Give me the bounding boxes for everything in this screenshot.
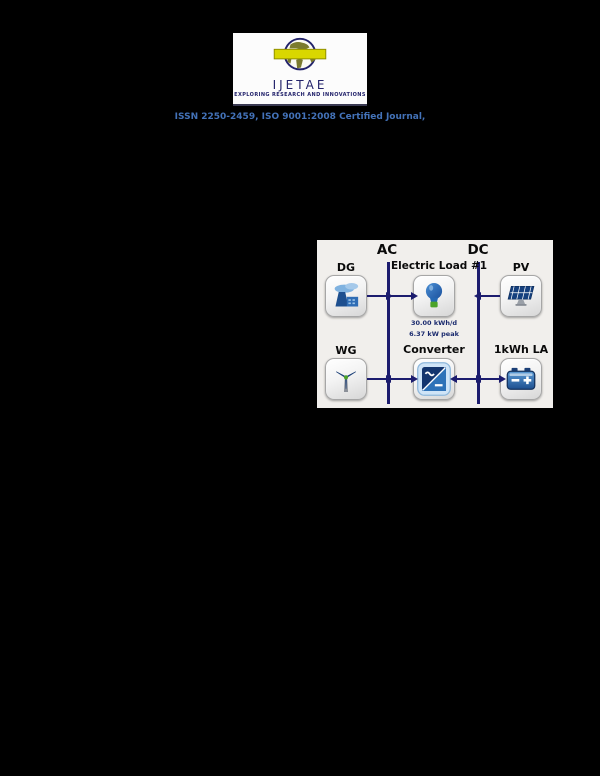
wg-node (325, 358, 367, 400)
generator-icon (334, 283, 359, 307)
ac-bus-label: AC (376, 242, 398, 258)
microgrid-figure: AC DC DG Electric Load #1 PV WG Converte… (317, 240, 553, 408)
wg-label: WG (335, 344, 357, 357)
arrow-pv-to-dc (474, 291, 500, 300)
dc-bus-line (477, 262, 480, 404)
inverter-icon (417, 362, 451, 396)
logo-title: IJETAE (272, 78, 328, 92)
dc-bus-label: DC (467, 242, 489, 258)
solar-panel-icon (507, 285, 535, 306)
wind-turbine-icon (336, 371, 356, 392)
load-label: Electric Load #1 (391, 260, 488, 272)
pv-label: PV (512, 261, 530, 274)
logo-subtitle: EXPLORING RESEARCH AND INNOVATIONS (234, 92, 366, 98)
arrow-dg-to-ac (367, 291, 393, 300)
converter-label: Converter (403, 343, 465, 356)
pv-node (500, 275, 542, 317)
dg-node (325, 275, 367, 317)
issn-line: ISSN 2250-2459, ISO 9001:2008 Certified … (174, 112, 426, 122)
converter-node (413, 358, 455, 400)
dg-label: DG (336, 261, 356, 274)
light-bulb-icon (425, 283, 443, 308)
arrow-ac-to-load (390, 291, 418, 300)
arrow-dc-battery (474, 374, 506, 383)
load-energy-value: 30.00 kWh/d (411, 319, 457, 327)
battery-label: 1kWh LA (493, 343, 549, 356)
ac-bus-line (387, 262, 390, 404)
electric-load-node (413, 275, 455, 317)
load-peak-value: 6.37 kW peak (409, 330, 459, 338)
globe-icon (233, 35, 367, 81)
arrow-ac-converter (384, 374, 418, 383)
battery-icon (506, 367, 536, 390)
journal-logo: IJETAE EXPLORING RESEARCH AND INNOVATION… (233, 33, 367, 106)
battery-node (500, 358, 542, 400)
